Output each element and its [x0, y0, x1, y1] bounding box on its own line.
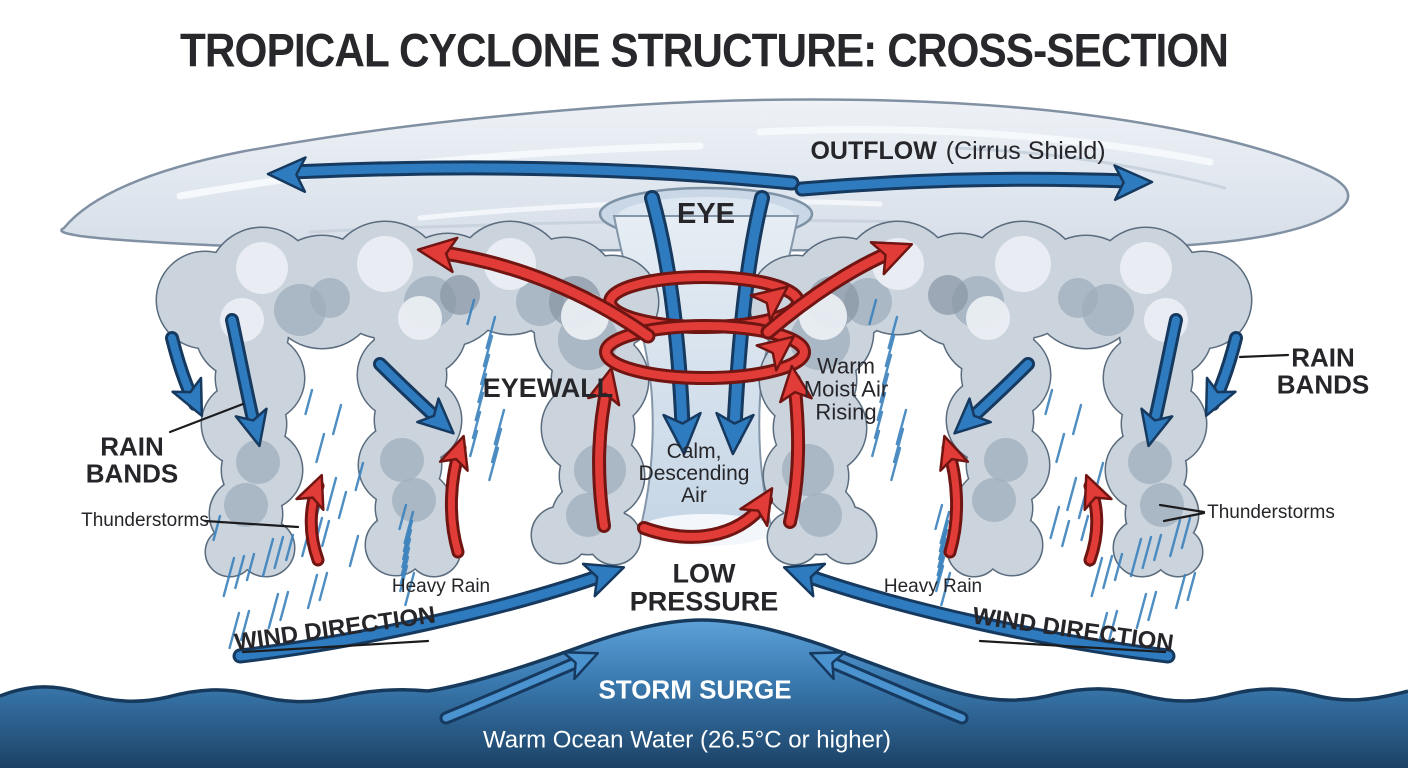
cloud-shading-deep — [440, 275, 480, 315]
flow-arrows — [165, 156, 1243, 725]
cloud-highlight — [236, 242, 288, 294]
cloud-shading — [798, 493, 842, 537]
rain-bands-label-left: RAIN BANDS — [85, 431, 179, 489]
arrow-downdraft-right-3 — [953, 357, 1035, 435]
arrow-outflow-right — [794, 164, 1154, 202]
arrow-warm-air-riser-left — [587, 366, 621, 533]
outflow-label: OUTFLOW (Cirrus Shield) — [810, 138, 1105, 164]
wind-direction-underline-right — [978, 639, 1167, 654]
arrow-downdraft-right-1 — [1204, 331, 1243, 418]
cloud-shading-deep — [928, 275, 968, 315]
rain-group — [868, 298, 908, 482]
rain-streaks — [212, 298, 1197, 650]
warm-ocean-water-label: Warm Ocean Water (26.5°C or higher) — [483, 726, 891, 754]
rain-bands-right-line2: BANDS — [1276, 370, 1370, 400]
leader-thunderstorms-right-2 — [1162, 511, 1206, 523]
cloud-shading — [380, 438, 424, 482]
cloud-highlight — [966, 296, 1010, 340]
arrow-downdraft-left-3 — [373, 357, 455, 435]
rain-bands-left-line2: BANDS — [85, 459, 179, 489]
outflow-label-bold: OUTFLOW — [810, 136, 937, 165]
cloud-highlight — [1120, 242, 1172, 294]
warm-moist-line1: Warm — [817, 353, 875, 379]
arrow-updraft-right-mid — [939, 434, 970, 559]
leader-thunderstorms-right-1 — [1158, 503, 1206, 514]
arrow-outflow-red-left — [416, 236, 656, 344]
cloud-shading — [310, 278, 350, 318]
cloud-shading — [972, 478, 1016, 522]
cloud-highlight — [357, 236, 413, 292]
warm-moist-line3: Rising — [815, 399, 877, 425]
leader-thunderstorms-left — [203, 519, 300, 529]
arrow-eye-descending-left — [644, 190, 702, 456]
arrow-eye-descending-right — [715, 190, 770, 456]
arrow-updraft-left-outer — [295, 473, 325, 567]
cloud-highlight — [995, 236, 1051, 292]
warm-moist-air-label: Warm Moist Air Rising — [804, 354, 888, 423]
heavy-rain-label-right: Heavy Rain — [883, 576, 983, 598]
heavy-rain-label-left: Heavy Rain — [391, 576, 491, 598]
rain-bands-right-line1: RAIN — [1291, 342, 1355, 373]
arrow-outflow-left — [266, 156, 800, 194]
leader-rain-bands-left — [168, 402, 245, 434]
rain-group — [466, 298, 506, 482]
cloud-shading — [392, 478, 436, 522]
calm-line1: Calm, — [666, 439, 722, 463]
cloud-shading — [236, 440, 280, 484]
wind-direction-underline-left — [241, 639, 430, 654]
leader-rain-bands-right — [1238, 353, 1290, 359]
arrow-storm-surge-left — [439, 651, 600, 725]
rain-bands-label-right: RAIN BANDS — [1276, 342, 1370, 400]
low-pressure-label: LOW PRESSURE — [629, 558, 779, 617]
ocean-storm-surge — [0, 618, 1408, 768]
arrow-warm-air-riser-right — [779, 364, 813, 529]
cloud-shading — [1058, 278, 1098, 318]
leader-lines — [168, 353, 1290, 654]
rain-group — [398, 503, 416, 607]
arrow-downdraft-right-2 — [1140, 313, 1183, 448]
calm-descending-air-label: Calm, Descending Air — [638, 439, 750, 508]
arrow-downdraft-left-1 — [165, 331, 204, 418]
eyewall-label: EYEWALL — [482, 372, 614, 403]
cloud-highlight — [398, 296, 442, 340]
arrow-warm-air-inflow — [637, 487, 774, 544]
arrow-rotation-ring-lower — [599, 319, 811, 385]
calm-line3: Air — [681, 484, 707, 508]
low-pressure-line2: PRESSURE — [629, 587, 779, 617]
low-pressure-line1: LOW — [672, 558, 736, 589]
storm-surge-label: STORM SURGE — [598, 674, 792, 705]
arrow-updraft-right-outer — [1083, 473, 1113, 567]
thunderstorms-label-left: Thunderstorms — [81, 510, 209, 532]
page-title: TROPICAL CYCLONE STRUCTURE: CROSS-SECTIO… — [179, 23, 1229, 77]
warm-moist-line2: Moist Air — [803, 376, 889, 402]
arrow-updraft-left-mid — [438, 434, 469, 559]
rain-group — [1080, 514, 1197, 650]
calm-line2: Descending — [638, 461, 750, 485]
cloud-shading — [224, 483, 268, 527]
cloud-shading — [984, 438, 1028, 482]
arrow-downdraft-left-2 — [225, 313, 268, 448]
eye-label: EYE — [676, 197, 736, 230]
thunderstorms-label-right: Thunderstorms — [1207, 502, 1335, 524]
rain-group — [212, 514, 329, 650]
rain-bands-left-line1: RAIN — [100, 431, 164, 462]
outflow-label-rest: (Cirrus Shield) — [945, 136, 1106, 165]
arrow-storm-surge-right — [808, 651, 969, 725]
arrow-outflow-red-right — [760, 241, 914, 340]
cloud-shading — [1128, 440, 1172, 484]
